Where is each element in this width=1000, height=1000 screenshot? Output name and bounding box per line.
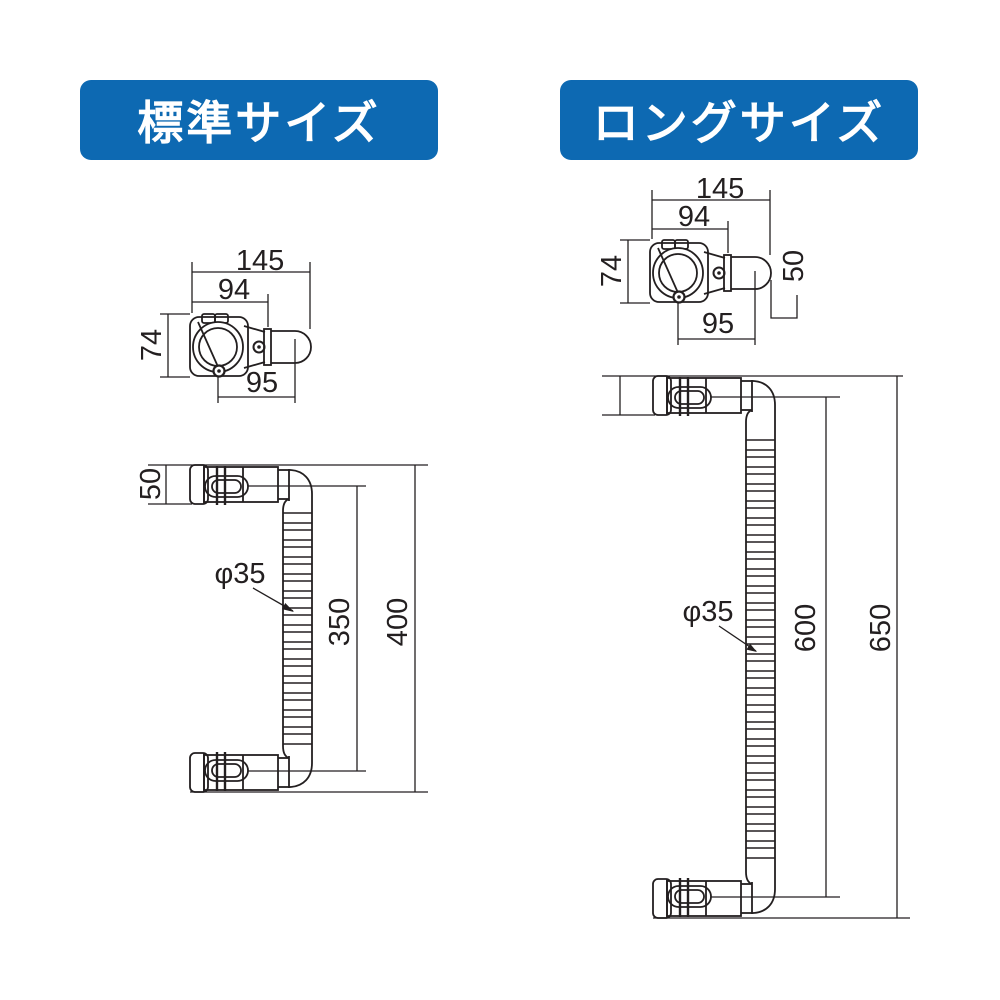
grab-bar-side-drawing-standard	[188, 463, 313, 794]
end-height-leader	[770, 280, 798, 319]
dim-long-clamp-width: 94	[678, 201, 710, 233]
dim-standard-clamp-width: 94	[218, 274, 250, 306]
clamp-top-view-drawing-long	[649, 239, 772, 304]
dim-long-bar-diameter: φ35	[682, 596, 733, 628]
standard-side-view: 50 φ35 350 400	[135, 463, 428, 794]
dim-long-clamp-depth: 74	[596, 255, 628, 287]
dim-long-grip-span: 600	[790, 604, 822, 652]
standard-top-view: 145 94 74 95	[136, 245, 312, 403]
clamp-top-view-drawing	[189, 313, 312, 378]
dim-standard-overall-length: 400	[382, 598, 414, 646]
dim-standard-center-to-end: 95	[246, 367, 278, 399]
standard-top-view-dimensions: 145 94 74 95	[136, 245, 311, 403]
leader-arrow	[746, 643, 757, 652]
long-side-view: φ35 600 650	[602, 374, 910, 920]
rib-texture	[283, 439, 775, 859]
long-top-view-dimensions: 145 94 74 95 50	[596, 173, 810, 345]
dim-long-total-width: 145	[696, 173, 744, 205]
dim-standard-grip-span: 350	[324, 598, 356, 646]
dim-long-overall-length: 650	[865, 604, 897, 652]
dim-long-center-to-end: 95	[702, 308, 734, 340]
header-standard-size: 標準サイズ	[80, 80, 438, 160]
dim-long-end-height: 50	[778, 250, 810, 282]
header-long-size: ロングサイズ	[560, 80, 918, 160]
dim-standard-clamp-height: 50	[135, 468, 167, 500]
long-top-view: 145 94 74 95 50	[596, 173, 810, 345]
dim-standard-total-width: 145	[236, 245, 284, 277]
long-side-view-dimensions: φ35 600 650	[602, 375, 910, 919]
dim-standard-clamp-depth: 74	[136, 329, 168, 361]
dim-standard-bar-diameter: φ35	[214, 558, 265, 590]
standard-side-view-dimensions: 50 φ35 350 400	[135, 464, 428, 793]
